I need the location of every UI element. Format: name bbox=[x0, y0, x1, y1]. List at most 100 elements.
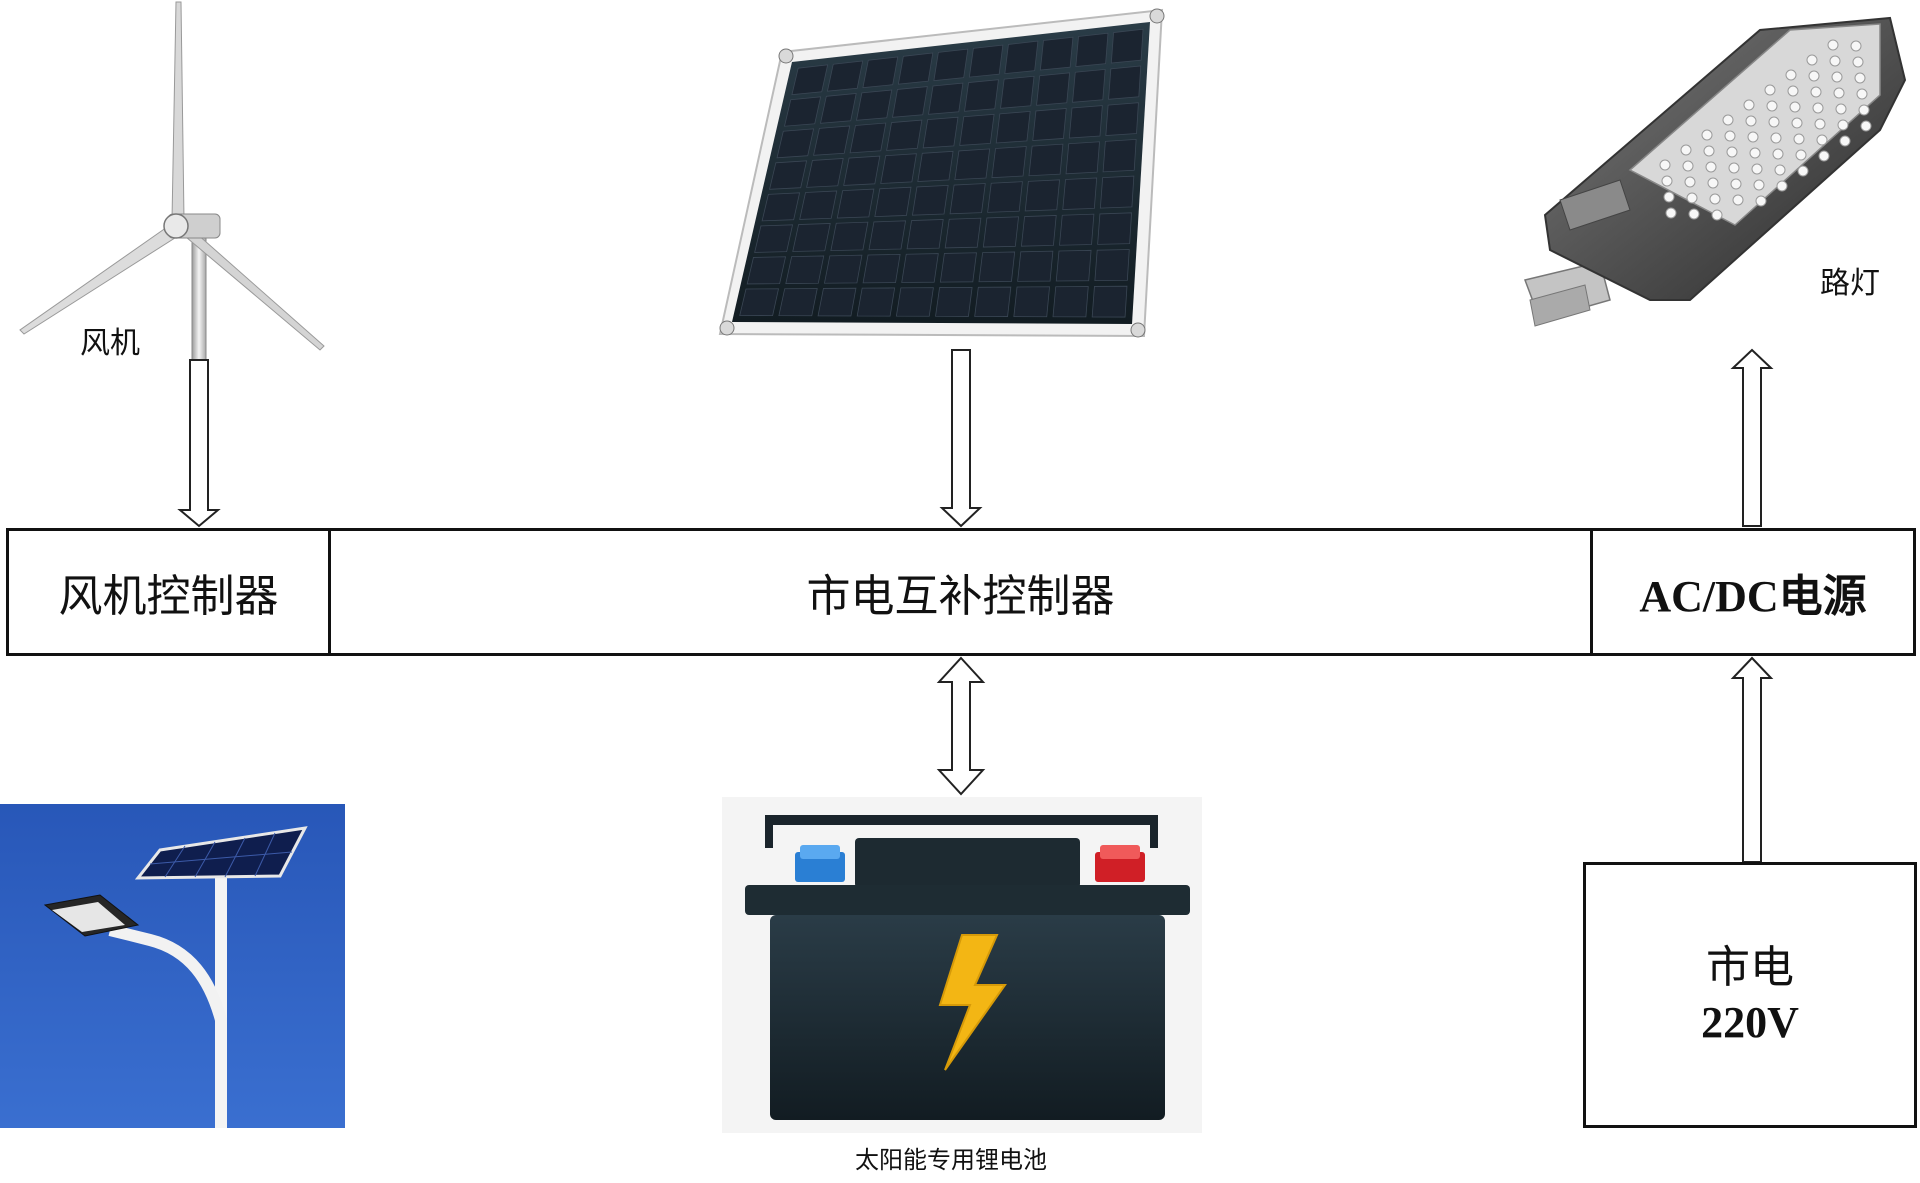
solar-cell bbox=[982, 216, 1020, 248]
solar-cell bbox=[906, 219, 944, 250]
led-dot bbox=[1703, 145, 1715, 157]
solar-cell bbox=[819, 92, 857, 124]
solar-cell bbox=[1110, 28, 1144, 64]
led-dot bbox=[1768, 116, 1780, 128]
mains-complementary-controller-box: 市电互补控制器 bbox=[328, 528, 1593, 656]
led-dot bbox=[1684, 176, 1696, 188]
solar-cell bbox=[776, 128, 815, 159]
solar-cell bbox=[935, 286, 973, 317]
solar-cell bbox=[785, 255, 825, 284]
solar-cell bbox=[1024, 179, 1061, 212]
solar-cell bbox=[761, 192, 801, 222]
solar-cell bbox=[901, 253, 939, 283]
battery-caption: 太阳能专用锂电池 bbox=[855, 1146, 1047, 1174]
solar-cell bbox=[792, 223, 831, 252]
solar-cell bbox=[1075, 32, 1109, 68]
led-dot bbox=[1709, 193, 1721, 205]
led-dot bbox=[1701, 129, 1713, 141]
led-dot bbox=[1688, 208, 1700, 220]
solar-cell bbox=[868, 220, 907, 251]
solar-cell bbox=[799, 190, 838, 220]
battery-icon bbox=[722, 797, 1202, 1133]
led-dot bbox=[1724, 130, 1736, 142]
solar-cell bbox=[778, 288, 818, 317]
solar-cell-grid bbox=[739, 28, 1144, 318]
solar-cell bbox=[769, 160, 808, 190]
solar-cell bbox=[1091, 285, 1128, 318]
fan-controller-label: 风机控制器 bbox=[58, 571, 279, 622]
led-array bbox=[1659, 39, 1872, 221]
solar-cell bbox=[933, 48, 969, 82]
solar-cell bbox=[1028, 143, 1064, 177]
led-dot bbox=[1831, 71, 1843, 83]
led-dot bbox=[1755, 195, 1767, 207]
led-dot bbox=[1850, 40, 1862, 52]
led-dot bbox=[1732, 194, 1744, 206]
led-dot bbox=[1789, 101, 1801, 113]
solar-cell bbox=[1039, 36, 1074, 71]
solar-cell bbox=[944, 217, 982, 249]
led-dot bbox=[1795, 149, 1807, 161]
solar-cell bbox=[1065, 141, 1100, 175]
led-dot bbox=[1749, 147, 1761, 159]
led-dot bbox=[1686, 192, 1698, 204]
led-dot bbox=[1764, 84, 1776, 96]
led-dot bbox=[1728, 162, 1740, 174]
solar-cell bbox=[1102, 138, 1137, 173]
solar-street-light-photo bbox=[0, 804, 345, 1128]
mains-supply-label: 市电 bbox=[1706, 942, 1794, 993]
solar-cell bbox=[856, 89, 893, 121]
mains-complementary-controller-label: 市电互补控制器 bbox=[806, 571, 1115, 622]
solar-cell bbox=[991, 146, 1027, 179]
arrow-turbine-to-fan-controller bbox=[177, 359, 221, 528]
fan-controller-box: 风机控制器 bbox=[6, 528, 331, 656]
solar-cell bbox=[862, 253, 901, 284]
led-dot bbox=[1680, 144, 1692, 156]
led-dot bbox=[1835, 103, 1847, 115]
solar-cell bbox=[917, 150, 954, 182]
solar-cell bbox=[939, 252, 977, 283]
solar-cell bbox=[880, 153, 917, 184]
solar-cell bbox=[974, 286, 1012, 317]
solar-cell bbox=[1068, 105, 1103, 139]
led-dot bbox=[1860, 120, 1872, 132]
led-dot bbox=[1707, 177, 1719, 189]
led-dot bbox=[1722, 114, 1734, 126]
led-dot bbox=[1705, 161, 1717, 173]
solar-cell bbox=[791, 64, 829, 96]
mains-supply-box: 市电 220V bbox=[1583, 862, 1917, 1128]
solar-cell bbox=[1013, 286, 1050, 318]
led-dot bbox=[1711, 209, 1723, 221]
wind-turbine-icon bbox=[19, 1, 325, 361]
solar-cell bbox=[1105, 102, 1139, 137]
solar-cell bbox=[897, 52, 934, 85]
solar-panel-icon bbox=[718, 8, 1165, 338]
solar-cell bbox=[1055, 249, 1092, 282]
acdc-power-box: AC/DC电源 bbox=[1590, 528, 1916, 656]
led-dot bbox=[1663, 191, 1675, 203]
led-street-lamp-icon bbox=[1523, 16, 1907, 327]
solar-cell bbox=[1059, 213, 1095, 246]
led-dot bbox=[1812, 102, 1824, 114]
solar-cell bbox=[895, 287, 934, 317]
led-dot bbox=[1682, 160, 1694, 172]
solar-cell bbox=[836, 188, 875, 219]
acdc-power-label: AC/DC电源 bbox=[1639, 572, 1867, 621]
led-dot bbox=[1837, 119, 1849, 131]
led-dot bbox=[1829, 55, 1841, 67]
solar-cell bbox=[817, 287, 857, 317]
solar-cell bbox=[964, 79, 999, 112]
solar-cell bbox=[1099, 175, 1135, 209]
solar-cell bbox=[911, 184, 949, 216]
arrow-controller-battery-bidirectional bbox=[936, 656, 986, 796]
solar-cell bbox=[783, 96, 822, 127]
led-dot bbox=[1766, 100, 1778, 112]
led-dot bbox=[1753, 179, 1765, 191]
led-dot bbox=[1745, 115, 1757, 127]
led-dot bbox=[1659, 159, 1671, 171]
solar-cell bbox=[856, 287, 896, 317]
led-dot bbox=[1839, 135, 1851, 147]
solar-cell bbox=[874, 186, 912, 218]
solar-cell bbox=[987, 181, 1023, 213]
